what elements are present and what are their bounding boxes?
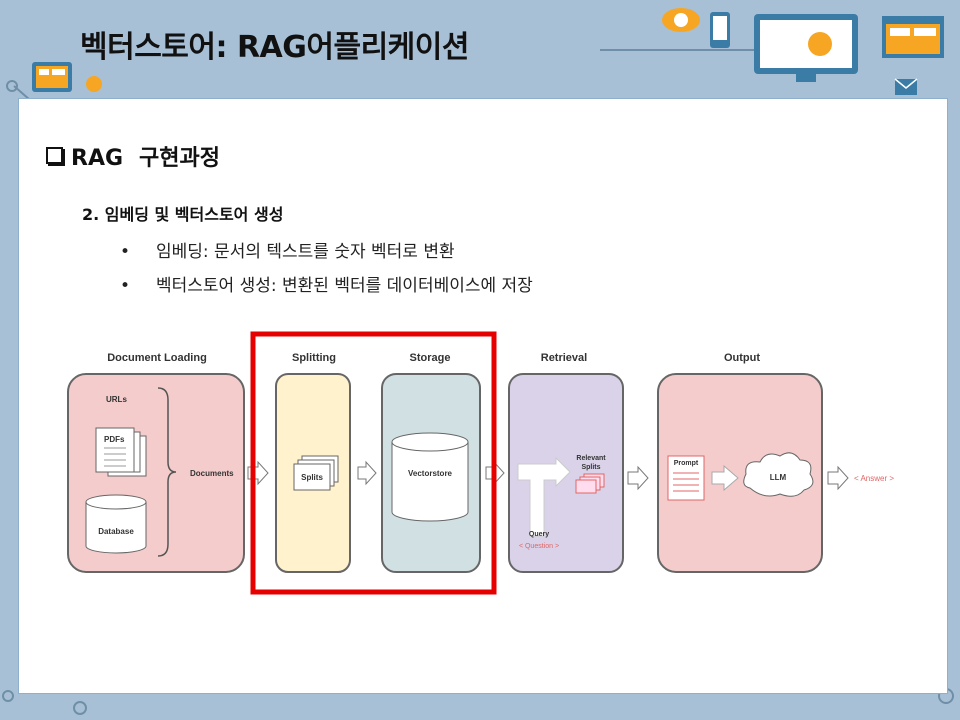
browser-icon — [882, 16, 944, 58]
monitor-icon — [754, 14, 858, 82]
stage-label-output: Output — [724, 352, 760, 364]
vectorstore-icon — [391, 432, 469, 522]
flow-arrow-icon — [627, 465, 649, 491]
envelope-icon — [894, 78, 918, 95]
laptop-icon — [32, 62, 72, 92]
page-title: 벡터스토어: RAG어플리케이션 — [80, 30, 469, 65]
database-icon — [85, 494, 147, 554]
query-label: Query — [529, 531, 549, 538]
section-heading-text: 구현과정 — [139, 146, 220, 171]
bullet-text: 임베딩: 문서의 텍스트를 숫자 벡터로 변환 — [156, 242, 455, 262]
relevant-splits-icon — [575, 473, 605, 494]
vectorstore-label: Vectorstore — [408, 469, 453, 478]
pdf-stack-icon — [95, 427, 147, 477]
pdfs-label: PDFs — [104, 435, 125, 444]
chat-bubble-icon — [662, 8, 700, 32]
brace-icon — [157, 387, 177, 557]
relevant-splits-label-line2: Splits — [581, 464, 600, 471]
step-heading: 2. 임베딩 및 벡터스토어 생성 — [82, 205, 284, 224]
llm-label: LLM — [770, 473, 787, 482]
flow-arrow-icon — [827, 465, 849, 491]
phone-icon — [710, 12, 730, 48]
section-heading: RAG 구현과정 — [46, 140, 220, 172]
query-path-icon — [517, 456, 571, 537]
bullet-dot-icon: • — [120, 276, 131, 296]
bullet-item: • 임베딩: 문서의 텍스트를 숫자 벡터로 변환 — [120, 237, 455, 262]
bullet-dot-icon: • — [120, 242, 131, 262]
prompt-label: Prompt — [674, 460, 699, 467]
stage-label-retrieval: Retrieval — [541, 352, 587, 364]
urls-label: URLs — [106, 395, 127, 404]
prompt-lines-icon — [673, 472, 699, 492]
answer-label: < Answer > — [854, 474, 894, 483]
section-heading-prefix: RAG — [71, 146, 124, 171]
llm-cloud-icon — [743, 452, 814, 497]
checkbox-bullet-icon — [46, 147, 63, 164]
highlight-frame — [250, 331, 497, 595]
stage-label-storage: Storage — [410, 352, 451, 364]
prompt-card-icon — [667, 455, 705, 501]
relevant-splits-label-line1: Relevant — [576, 455, 606, 462]
database-label: Database — [98, 527, 134, 536]
bullet-text: 벡터스토어 생성: 변환된 벡터를 데이터베이스에 저장 — [156, 276, 533, 296]
bullet-item: • 벡터스토어 생성: 변환된 벡터를 데이터베이스에 저장 — [120, 271, 533, 296]
stage-label-document-loading: Document Loading — [107, 352, 207, 364]
splits-stack-icon — [293, 455, 339, 491]
flow-arrow-icon — [711, 464, 739, 492]
stage-label-splitting: Splitting — [292, 352, 336, 364]
splits-label: Splits — [301, 473, 323, 482]
output-box — [657, 373, 823, 573]
flow-arrow-icon — [357, 460, 377, 486]
documents-label: Documents — [190, 469, 234, 478]
question-label: < Question > — [519, 543, 559, 550]
cloud-icon — [86, 76, 102, 92]
rag-pipeline-diagram: Document Loading Splitting Storage Retri… — [67, 331, 894, 595]
